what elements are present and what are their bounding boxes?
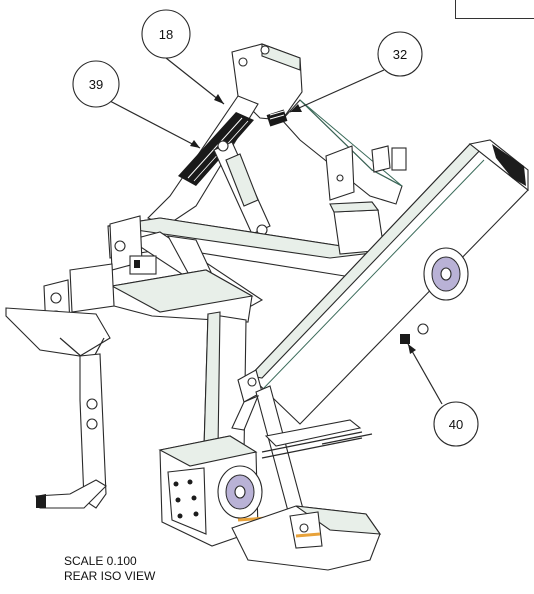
decal-32 [266, 109, 288, 127]
tool-bar [248, 139, 529, 425]
decal-40 [400, 334, 410, 344]
title-block-corner [455, 0, 534, 19]
callout-32: 32 [289, 31, 423, 113]
sweep-foot [231, 505, 382, 571]
view-caption: SCALE 0.100 REAR ISO VIEW [64, 554, 214, 584]
callout-39-label: 39 [89, 77, 103, 92]
callout-40-label: 40 [449, 417, 463, 432]
left-shank [5, 307, 111, 509]
callout-40: 40 [407, 343, 479, 447]
callout-18-label: 18 [159, 27, 173, 42]
lower-assembly [158, 435, 269, 547]
callout-32-label: 32 [393, 47, 407, 62]
upper-mast [147, 43, 407, 227]
hydraulic-cylinder [213, 140, 271, 236]
linkage [231, 369, 373, 527]
callout-39: 39 [72, 60, 201, 149]
callout-18: 18 [141, 9, 225, 105]
view-label: REAR ISO VIEW [64, 569, 156, 583]
front-cross-member [43, 263, 254, 331]
scale-label: SCALE 0.100 [64, 554, 137, 568]
